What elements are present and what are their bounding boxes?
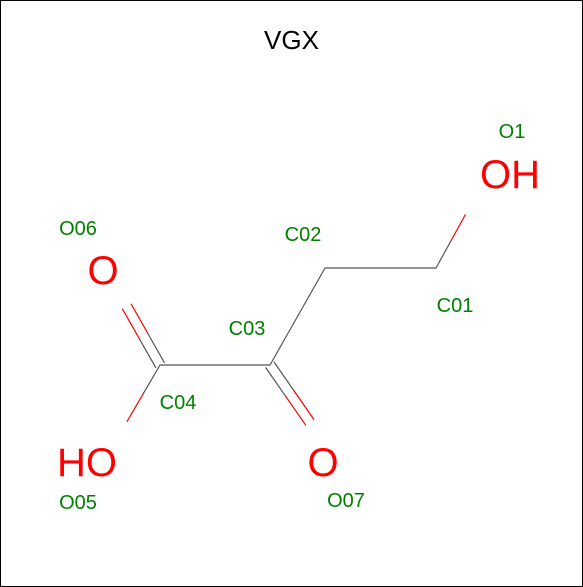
molecule-title: VGX xyxy=(264,25,319,55)
bond-c04-o06-line-1-half-a xyxy=(138,337,157,369)
bond-c03-o07-line-1-half-a xyxy=(273,361,295,392)
bond-c04-o05 xyxy=(126,364,161,423)
bond-c02-c03 xyxy=(269,267,326,366)
bond-c04-o05-half-b xyxy=(126,392,145,423)
atom-id-c01: C01 xyxy=(437,295,474,317)
bond-c04-o06-line-2-half-a xyxy=(147,332,165,364)
atom-id-c03: C03 xyxy=(229,318,266,340)
bond-o1-c01-half-b xyxy=(435,240,452,269)
atom-label-o06: O xyxy=(87,249,118,293)
bond-c03-o07 xyxy=(265,361,315,426)
atom-id-o05: O05 xyxy=(59,492,97,514)
bond-c02-c03-half-b xyxy=(269,315,299,366)
atom-label-layer: OH HO O O xyxy=(57,153,540,485)
bond-c03-o07-line-2-half-a xyxy=(265,367,287,398)
bond-o1-c01 xyxy=(435,214,466,269)
bond-c04-o05-half-a xyxy=(142,364,161,394)
atom-id-o07: O07 xyxy=(327,490,365,512)
bond-o1-c01-half-a xyxy=(450,214,466,242)
bond-layer xyxy=(121,214,466,426)
bond-c03-o07-line-1-half-b xyxy=(293,390,315,420)
atom-label-o1: OH xyxy=(480,153,540,197)
atom-id-c02: C02 xyxy=(285,224,322,246)
atom-id-o1: O1 xyxy=(499,121,526,143)
atom-id-c04: C04 xyxy=(160,392,197,414)
bond-c04-o06-line-2-half-b xyxy=(130,303,149,334)
atom-label-o05: HO xyxy=(57,441,117,485)
bond-c03-o07-line-2-half-b xyxy=(285,395,307,426)
bond-c04-o06 xyxy=(121,303,165,369)
bond-c02-c03-half-a xyxy=(296,267,326,318)
atom-label-o07: O xyxy=(307,441,338,485)
atom-id-o06: O06 xyxy=(59,218,97,240)
bond-c04-o06-line-1-half-b xyxy=(121,308,140,339)
